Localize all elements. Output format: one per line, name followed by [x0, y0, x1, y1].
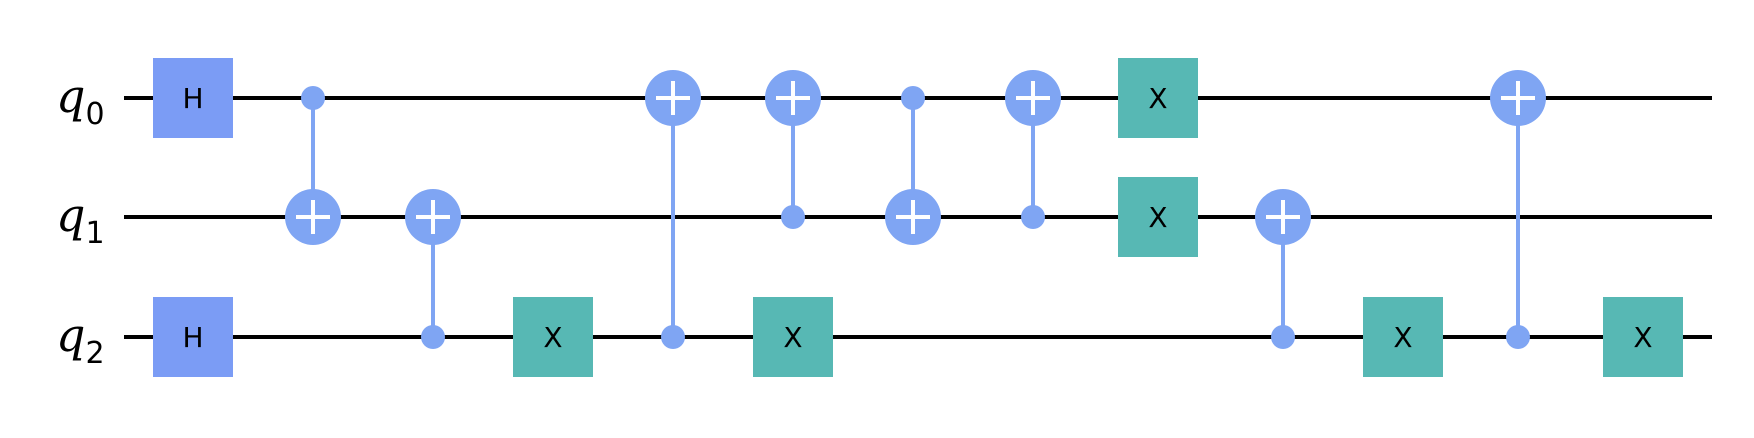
cnot-gate-c2-t0	[645, 70, 701, 349]
control-dot	[301, 86, 325, 110]
cnot-gate-c2-t1	[405, 189, 461, 349]
gate-box	[513, 297, 593, 377]
x-gate-q2: X	[1603, 297, 1683, 377]
qubit-label-2: q2	[56, 308, 105, 371]
cnot-gate-c1-t0	[1005, 70, 1061, 229]
cnot-gate-c2-t0	[1490, 70, 1546, 349]
h-gate-q2: H	[153, 297, 233, 377]
x-gate-q1: X	[1118, 177, 1198, 257]
gate-label: X	[783, 321, 802, 354]
control-dot	[1506, 325, 1530, 349]
gate-label: X	[1148, 82, 1167, 115]
control-dot	[421, 325, 445, 349]
control-dot	[781, 205, 805, 229]
control-dot	[661, 325, 685, 349]
cnot-gate-c2-t1	[1255, 189, 1311, 349]
gate-box	[153, 58, 233, 138]
cnot-gate-c1-t0	[765, 70, 821, 229]
cnot-gate-c0-t1	[885, 86, 941, 245]
gate-label: H	[182, 82, 203, 115]
gate-label: X	[543, 321, 562, 354]
gate-box	[1118, 58, 1198, 138]
gate-box	[1118, 177, 1198, 257]
control-dot	[1271, 325, 1295, 349]
gate-box	[753, 297, 833, 377]
qubit-labels: q0 q1 q2	[56, 69, 105, 371]
h-gate-q0: H	[153, 58, 233, 138]
circuit-gates: H H X X X X X X	[153, 58, 1683, 377]
qubit-label-0: q0	[56, 69, 105, 132]
gate-label: X	[1148, 201, 1167, 234]
control-dot	[901, 86, 925, 110]
gate-box	[1603, 297, 1683, 377]
x-gate-q0: X	[1118, 58, 1198, 138]
control-dot	[1021, 205, 1045, 229]
gate-box	[153, 297, 233, 377]
gate-label: X	[1393, 321, 1412, 354]
cnot-gate-c0-t1	[285, 86, 341, 245]
gate-box	[1363, 297, 1443, 377]
gate-label: H	[182, 321, 203, 354]
gate-label: X	[1633, 321, 1652, 354]
qubit-label-1: q1	[56, 188, 105, 251]
x-gate-q2: X	[513, 297, 593, 377]
x-gate-q2: X	[1363, 297, 1443, 377]
x-gate-q2: X	[753, 297, 833, 377]
